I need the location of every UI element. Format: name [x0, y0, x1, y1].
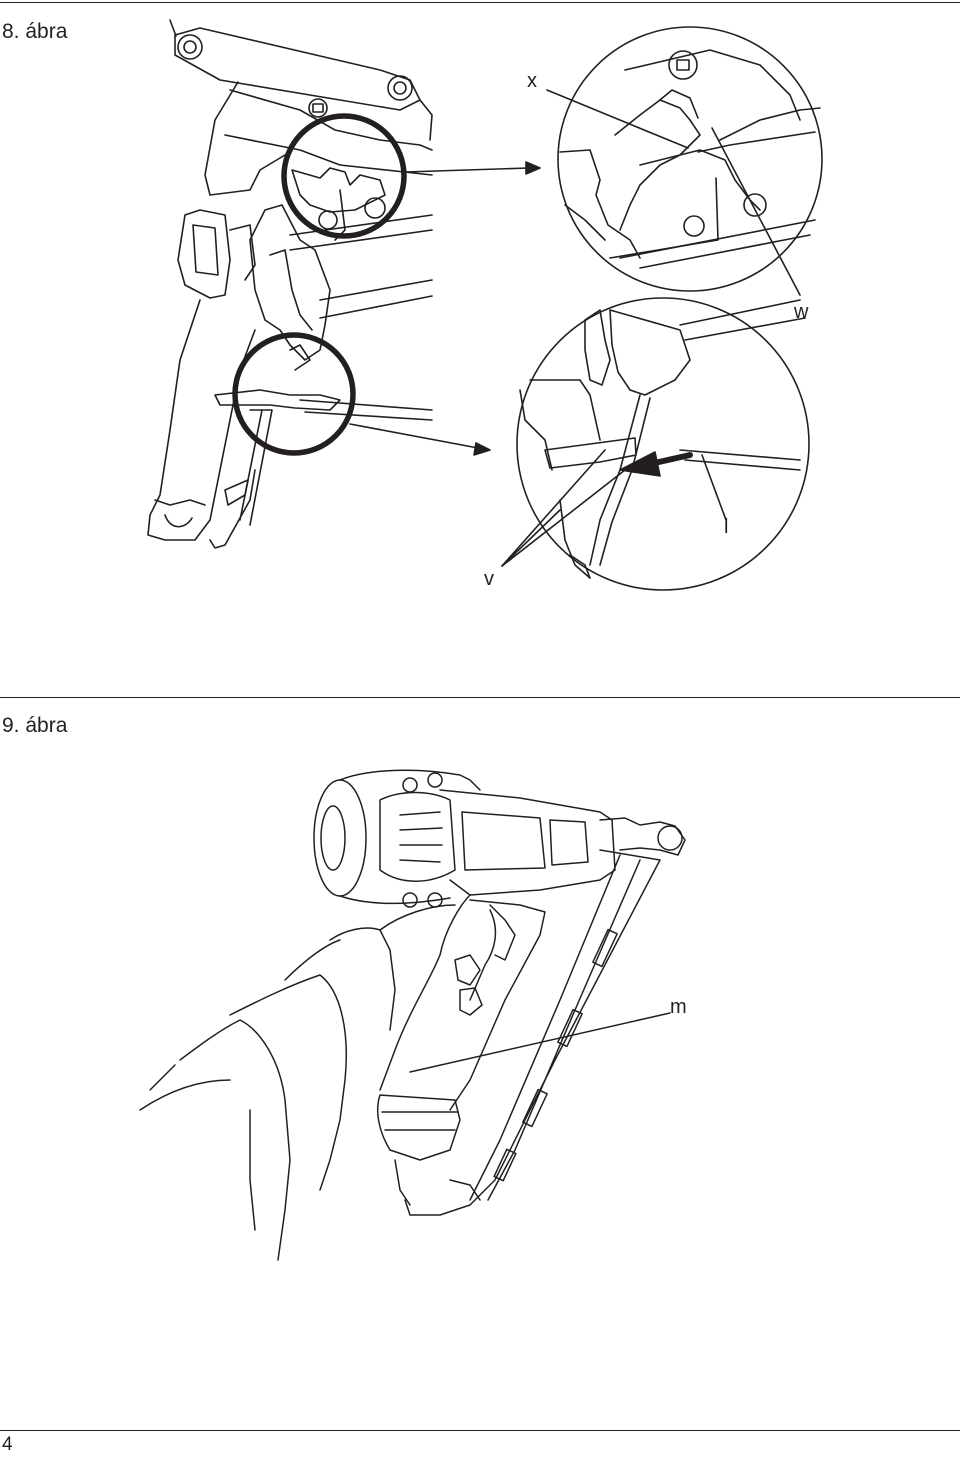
leader-v-2	[502, 510, 560, 566]
lower-pointer-arrow	[350, 424, 490, 455]
callout-m: m	[670, 996, 687, 1018]
callout-w: w	[794, 301, 809, 323]
leader-m	[410, 1013, 670, 1072]
figure-8-title: 8. ábra	[2, 20, 68, 43]
figure-separator-rule	[0, 697, 960, 698]
lower-detail-highlight-circle	[235, 335, 353, 453]
nailer-drawing	[314, 770, 685, 1215]
hand-arm-drawing	[140, 895, 495, 1260]
leader-x	[547, 90, 688, 148]
page-number: 4	[2, 1434, 13, 1455]
footer-rule	[0, 1430, 960, 1431]
leader-v-1	[502, 450, 605, 566]
callout-v: v	[484, 568, 494, 590]
lower-detail-view	[517, 298, 809, 590]
callout-x: x	[527, 70, 537, 92]
nailer-magazine-drawing	[148, 20, 432, 548]
figure-8-illustration	[0, 0, 960, 690]
top-rule	[0, 2, 960, 3]
pusher-direction-arrow	[620, 452, 690, 476]
leader-w	[712, 128, 800, 295]
callout-l: l	[724, 516, 729, 538]
upper-pointer-arrow	[405, 162, 540, 174]
figure-9-title: 9. ábra	[2, 714, 68, 737]
leader-l	[702, 455, 726, 520]
leader-v-3	[502, 470, 625, 566]
upper-detail-highlight-circle	[284, 116, 404, 236]
upper-detail-view	[558, 27, 822, 291]
